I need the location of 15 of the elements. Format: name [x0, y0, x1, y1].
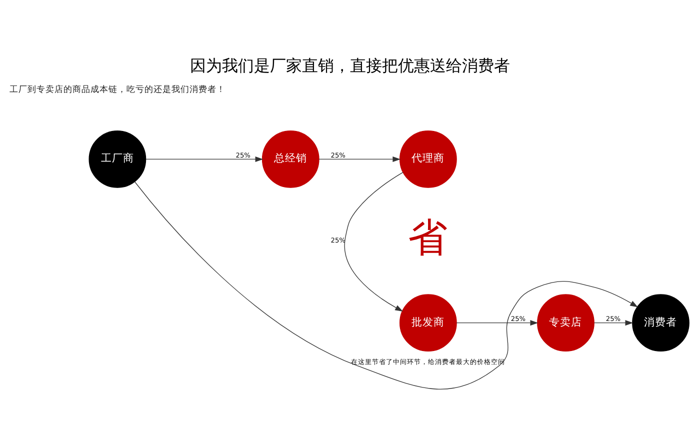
node-circle: 批发商 [399, 294, 457, 352]
arrow [344, 172, 404, 312]
arrow [318, 156, 401, 162]
arrow [146, 156, 264, 162]
node-circle: 代理商 [399, 130, 457, 188]
arrow [134, 181, 638, 390]
node-circle: 专卖店 [537, 294, 594, 352]
label: 工厂到专卖店的商品成本链，吃亏的还是我们消费者！ [9, 85, 226, 96]
node-circle: 消费者 [632, 294, 690, 352]
node-circle: 总经销 [262, 130, 320, 188]
arrow [594, 320, 634, 326]
arrow [456, 320, 538, 326]
diagram-title: 因为我们是厂家直销，直接把优惠送给消费者 [190, 56, 510, 75]
node-circle: 工厂商 [88, 130, 146, 188]
label: 省 [408, 214, 448, 261]
